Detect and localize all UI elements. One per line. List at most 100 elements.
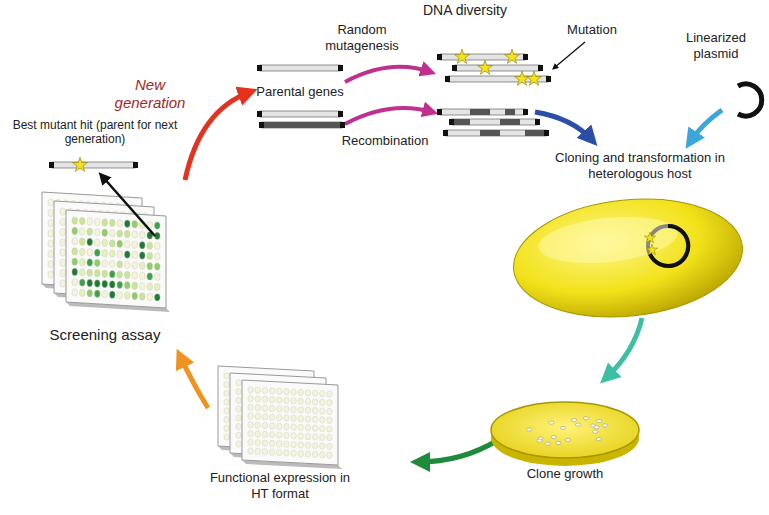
plate-well — [320, 417, 325, 423]
best-hit-pointer — [102, 176, 155, 236]
plate-well — [262, 387, 267, 393]
mutation-star — [526, 71, 541, 85]
process-label: Recombination — [335, 133, 435, 149]
plate-well — [132, 241, 138, 248]
mutation-star — [72, 157, 87, 171]
plate-well — [291, 406, 296, 412]
plate-well — [147, 252, 153, 259]
plate-well — [154, 294, 160, 301]
plate-well — [94, 280, 100, 287]
plate-well — [132, 272, 138, 279]
plate-well — [147, 242, 153, 249]
plate-well — [117, 271, 123, 278]
plate-well — [255, 413, 260, 419]
plate-well — [320, 443, 325, 449]
plate-well — [312, 408, 317, 414]
plate-well — [320, 425, 325, 431]
colony — [593, 430, 598, 433]
gene-end — [452, 65, 457, 71]
step-label: Functional expression in HT format — [200, 470, 360, 501]
plate-well — [224, 425, 229, 431]
gene-end — [257, 111, 262, 117]
plate-well — [154, 242, 160, 249]
plate-well — [117, 281, 123, 288]
plate-well — [60, 218, 66, 225]
gene-end — [49, 162, 54, 168]
plate-well — [87, 238, 93, 245]
plate-well — [94, 239, 100, 246]
plate-well — [236, 432, 241, 438]
plate-well — [291, 398, 296, 404]
section-heading: DNA diversity — [400, 2, 530, 19]
gene-body — [262, 122, 342, 128]
plate-well — [262, 449, 267, 455]
plate-well — [87, 228, 93, 235]
plate-well — [269, 414, 274, 420]
plate-well — [124, 292, 130, 299]
plate-well — [298, 442, 303, 448]
plate-well — [72, 227, 78, 234]
gene-end — [437, 109, 442, 115]
plate-well — [277, 406, 282, 412]
plate-well — [298, 398, 303, 404]
plate-well — [255, 405, 260, 411]
plate-well — [327, 408, 332, 414]
plate-well — [236, 415, 241, 421]
plate-well — [102, 229, 108, 236]
plate-well — [124, 230, 130, 237]
plate-well — [277, 432, 282, 438]
plate-well — [262, 414, 267, 420]
plate-well — [327, 426, 332, 432]
plate-well — [147, 262, 153, 269]
plate-well — [248, 439, 253, 445]
mutation-star — [644, 232, 655, 243]
gene-end — [340, 122, 345, 128]
plate-well — [248, 395, 253, 401]
plate-well — [102, 239, 108, 246]
plate-well — [284, 432, 289, 438]
plate-well — [117, 291, 123, 298]
plate-well — [79, 279, 85, 286]
plate-well — [277, 441, 282, 447]
colony — [583, 417, 588, 420]
plate-well — [48, 230, 54, 237]
plate-well — [320, 434, 325, 440]
gene-bar — [437, 49, 528, 63]
gene-end — [546, 76, 551, 82]
plate-well — [327, 435, 332, 441]
plate-well — [109, 281, 115, 288]
plate-well — [262, 440, 267, 446]
plate-well — [132, 251, 138, 258]
plate-well — [132, 231, 138, 238]
plate-well — [284, 424, 289, 430]
plate-well — [124, 282, 130, 289]
plate-well — [60, 269, 66, 276]
plate-well — [312, 399, 317, 405]
plate-well — [48, 240, 54, 247]
plate-well — [139, 293, 145, 300]
plate-well — [312, 443, 317, 449]
screening-arrow — [180, 356, 208, 408]
plate-well — [72, 289, 78, 296]
plate-well — [94, 290, 100, 297]
plate-well — [117, 240, 123, 247]
plate-well — [269, 423, 274, 429]
plate-well — [94, 259, 100, 266]
gene-segment — [525, 130, 546, 136]
gene-bar — [257, 65, 343, 71]
gene-end — [523, 54, 528, 60]
host-cell — [508, 188, 749, 327]
plate-well — [60, 249, 66, 256]
plate-well — [154, 222, 160, 229]
gene-bar — [449, 119, 540, 125]
plate-well — [305, 407, 310, 413]
plate-well — [72, 237, 78, 244]
gene-end — [133, 162, 138, 168]
plate-well — [320, 408, 325, 414]
plate-well — [305, 425, 310, 431]
plate-well — [102, 219, 108, 226]
colony — [560, 426, 565, 429]
colony — [594, 426, 599, 429]
gene-end — [445, 76, 450, 82]
plate-well — [327, 417, 332, 423]
